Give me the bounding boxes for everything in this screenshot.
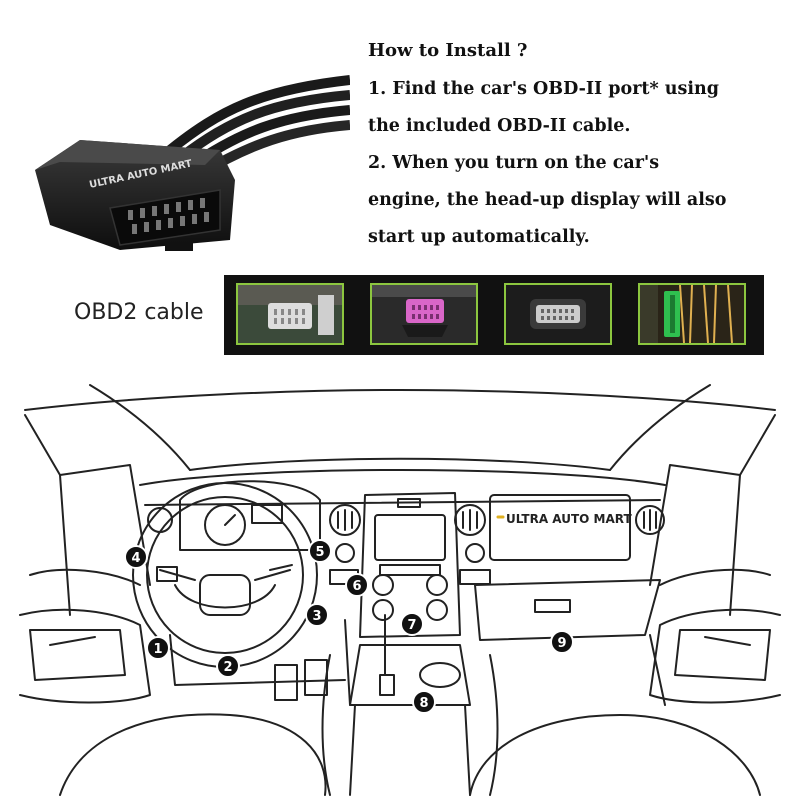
instruction-line: the included OBD-II cable. — [368, 116, 631, 136]
svg-text:4: 4 — [131, 551, 140, 566]
location-marker-2: 2 — [216, 654, 240, 678]
svg-text:8: 8 — [419, 696, 428, 711]
port-photo-2 — [370, 283, 478, 345]
instruction-line: start up automatically. — [368, 227, 590, 247]
location-marker-1: 1 — [146, 636, 170, 660]
instruction-line: 2. When you turn on the car's — [368, 153, 660, 173]
location-marker-5: 5 — [308, 539, 332, 563]
car-interior-diagram: ULTRA AUTO MART 1 2 3 4 5 6 7 8 9 — [19, 384, 781, 796]
port-photo-4 — [638, 283, 746, 345]
svg-text:6: 6 — [352, 579, 361, 594]
instruction-line: engine, the head-up display will also — [368, 190, 727, 210]
obd-port-photo-strip — [224, 275, 764, 355]
svg-text:5: 5 — [315, 545, 324, 560]
port-photo-3 — [504, 283, 612, 345]
location-marker-7: 7 — [400, 612, 424, 636]
dashboard-brand-text: ULTRA AUTO MART — [506, 512, 632, 526]
svg-text:3: 3 — [312, 609, 321, 624]
install-instructions: How to Install ? 1. Find the car's OBD-I… — [368, 40, 788, 256]
svg-text:2: 2 — [223, 660, 232, 675]
location-marker-6: 6 — [345, 573, 369, 597]
instructions-title: How to Install ? — [368, 40, 528, 61]
instruction-line: 1. Find the car's OBD-II port* using — [368, 79, 719, 99]
svg-text:1: 1 — [153, 642, 162, 657]
location-marker-8: 8 — [412, 690, 436, 714]
location-marker-9: 9 — [550, 630, 574, 654]
obd2-connector-image: ULTRA AUTO MART — [35, 75, 350, 251]
obd2-cable-label: OBD2 cable — [74, 300, 204, 325]
port-photo-1 — [236, 283, 344, 345]
svg-text:7: 7 — [407, 618, 416, 633]
location-marker-3: 3 — [305, 603, 329, 627]
svg-text:9: 9 — [557, 636, 566, 651]
location-marker-4: 4 — [124, 545, 148, 569]
